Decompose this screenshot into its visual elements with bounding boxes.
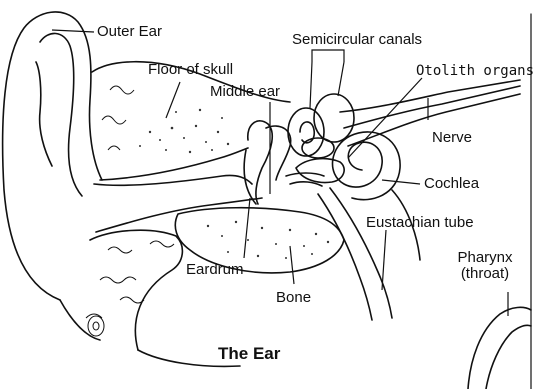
label-eardrum: Eardrum — [186, 262, 244, 278]
leader-outer-ear — [52, 30, 94, 32]
leader-cochlea — [382, 180, 420, 184]
leader-floor-skull — [166, 82, 180, 118]
leader-semicircular-stem2 — [338, 62, 344, 96]
eardrum-membrane — [244, 150, 256, 204]
label-cochlea: Cochlea — [424, 176, 479, 192]
label-eustachian-tube: Eustachian tube — [366, 215, 474, 231]
label-otolith-organs: Otolith organs — [416, 63, 534, 79]
ear-canal-bottom — [96, 198, 262, 232]
ossicle-stapes — [286, 173, 324, 186]
eustachian-tube-left — [318, 194, 372, 320]
ear-canal-top — [94, 175, 252, 185]
pharynx-inner — [486, 325, 531, 389]
canal-lateral — [302, 138, 334, 158]
diagram-title: The Ear — [218, 346, 280, 362]
label-pharynx-line1: Pharynx — [448, 250, 522, 266]
leader-otolith — [348, 78, 422, 158]
canal-inner-loop — [300, 122, 314, 143]
pinna-helix-rim — [36, 62, 52, 166]
label-middle-ear: Middle ear — [210, 84, 280, 100]
label-bone: Bone — [276, 290, 311, 306]
ear-lobe — [60, 300, 100, 340]
pinna-inner-fold — [40, 33, 82, 196]
label-pharynx-line2: (throat) — [448, 266, 522, 282]
leader-semicircular-stem1 — [310, 62, 312, 108]
pinna-outline — [3, 12, 102, 300]
ossicle-malleus — [248, 121, 272, 204]
label-outer-ear: Outer Ear — [97, 24, 162, 40]
leader-semicircular-bracket — [312, 50, 344, 62]
leader-bone — [290, 246, 294, 284]
eustachian-tube-right — [330, 188, 392, 318]
label-nerve: Nerve — [432, 130, 472, 146]
tissue-texture — [86, 86, 174, 336]
label-floor-of-skull: Floor of skull — [148, 62, 233, 78]
label-pharynx: Pharynx (throat) — [448, 250, 522, 282]
lower-tissue-outline — [90, 230, 182, 350]
label-semicircular-canals: Semicircular canals — [292, 32, 422, 48]
leader-eustachian — [382, 230, 386, 290]
